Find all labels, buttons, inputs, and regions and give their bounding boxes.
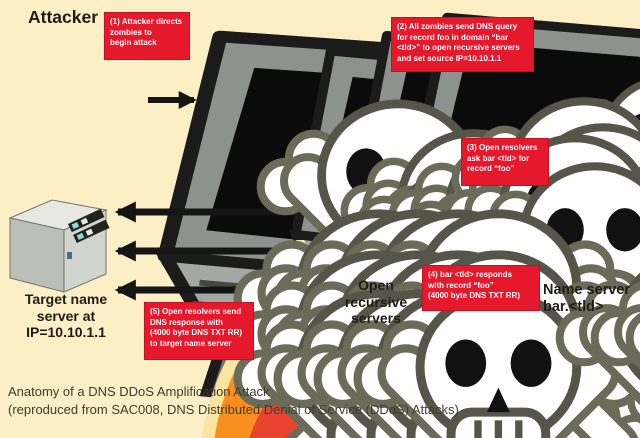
callout-step-2: (2) All zombies send DNS query for recor… xyxy=(391,17,534,72)
target-server xyxy=(8,199,110,293)
open-recursive-servers-label: Open recursive servers xyxy=(344,277,408,327)
attacker-label: Attacker xyxy=(28,7,99,27)
name-server-label: Name server bar.<tld> xyxy=(543,282,631,316)
callout-step-5: (5) Open resolvers send DNS response wit… xyxy=(144,302,254,360)
caption-line-1: Anatomy of a DNS DDoS Amplification Atta… xyxy=(8,384,270,399)
caption-line-2: (reproduced from SAC008, DNS Distributed… xyxy=(8,402,459,418)
callout-step-4: (4) bar <tld> responds with record “foo”… xyxy=(422,265,540,311)
callout-step-3: (3) Open resolvers ask bar <tld> for rec… xyxy=(461,138,549,186)
target-server-label: Target name server at IP=10.10.1.1 xyxy=(24,291,108,341)
callout-step-1: (1) Attacker directs zombies to begin at… xyxy=(104,12,190,60)
caption: Anatomy of a DNS DDoS Amplification Atta… xyxy=(8,383,608,419)
